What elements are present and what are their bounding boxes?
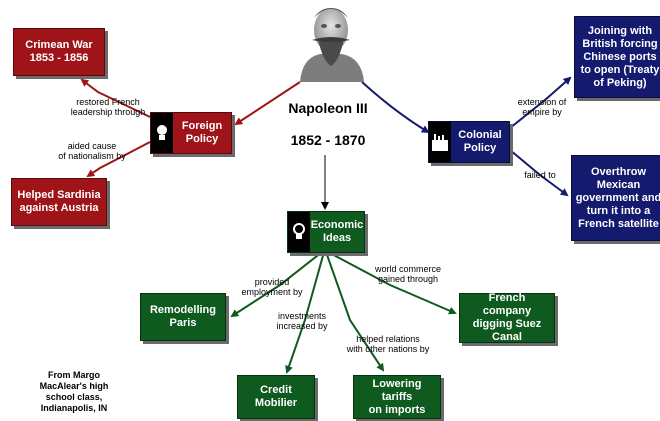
napoleon-title: Napoleon III 1852 - 1870 bbox=[278, 84, 378, 164]
link-napoleon-foreign bbox=[234, 81, 301, 126]
node-economic-ideas: Economic Ideas bbox=[287, 211, 365, 253]
link-colonial-china bbox=[509, 76, 572, 129]
node-colonial-policy-text: Colonial Policy bbox=[458, 129, 502, 154]
lightbulb-icon bbox=[151, 113, 173, 153]
link-economic-suez bbox=[327, 251, 457, 315]
label-investments: investments increased by bbox=[276, 311, 328, 331]
napoleon-portrait-image bbox=[300, 8, 364, 82]
node-mexican-gov: Overthrow Mexican government and turn it… bbox=[571, 155, 660, 241]
node-remodelling-paris: Remodelling Paris bbox=[140, 293, 226, 341]
lightbulb-icon bbox=[288, 212, 310, 252]
node-credit-mobilier-text: Credit Mobilier bbox=[254, 384, 298, 409]
link-foreign-crimean bbox=[80, 78, 151, 118]
node-remodelling-paris-text: Remodelling Paris bbox=[149, 304, 216, 329]
node-lowering-tariffs-text: Lowering tariffs on imports bbox=[368, 377, 426, 416]
label-provided: provided employment by bbox=[241, 277, 303, 297]
link-economic-paris bbox=[230, 251, 323, 318]
node-suez-canal-text: French company digging Suez Canal bbox=[472, 292, 542, 343]
node-credit-mobilier: Credit Mobilier bbox=[237, 375, 315, 419]
label-restored: restored French leadership through bbox=[70, 97, 146, 117]
node-economic-ideas-text: Economic Ideas bbox=[310, 219, 364, 244]
label-failed: failed to bbox=[524, 170, 556, 180]
link-colonial-mexico bbox=[509, 149, 569, 197]
source-credit: From Margo MacAlear's high school class,… bbox=[39, 370, 109, 413]
node-chinese-ports: Joining with British forcing Chinese por… bbox=[574, 16, 660, 98]
node-mexican-gov-text: Overthrow Mexican government and turn it… bbox=[575, 165, 660, 230]
node-crimean-war: Crimean War 1853 - 1856 bbox=[13, 28, 105, 76]
link-napoleon-colonial bbox=[361, 81, 430, 134]
label-world-commerce: world commerce gained through bbox=[374, 264, 441, 284]
napoleon-name: Napoleon III bbox=[288, 100, 368, 116]
node-helped-sardinia-text: Helped Sardinia against Austria bbox=[17, 189, 101, 214]
node-helped-sardinia: Helped Sardinia against Austria bbox=[11, 178, 107, 226]
link-economic-credit bbox=[285, 251, 325, 374]
link-foreign-sardinia bbox=[86, 141, 151, 178]
factory-icon bbox=[429, 122, 451, 162]
node-crimean-war-text: Crimean War 1853 - 1856 bbox=[25, 39, 93, 64]
label-extension: extension of empire by bbox=[517, 97, 567, 117]
napoleon-years: 1852 - 1870 bbox=[290, 132, 366, 148]
node-colonial-policy: Colonial Policy bbox=[428, 121, 510, 163]
node-suez-canal: French company digging Suez Canal bbox=[459, 292, 555, 343]
node-lowering-tariffs: Lowering tariffs on imports bbox=[353, 375, 441, 419]
node-foreign-policy-text: Foreign Policy bbox=[181, 120, 223, 145]
node-chinese-ports-text: Joining with British forcing Chinese por… bbox=[580, 24, 660, 89]
label-helped: helped relations with other nations by bbox=[346, 334, 430, 354]
link-economic-tariffs bbox=[325, 251, 385, 372]
label-aided: aided cause of nationalism by bbox=[58, 141, 126, 161]
node-foreign-policy: Foreign Policy bbox=[150, 112, 232, 154]
